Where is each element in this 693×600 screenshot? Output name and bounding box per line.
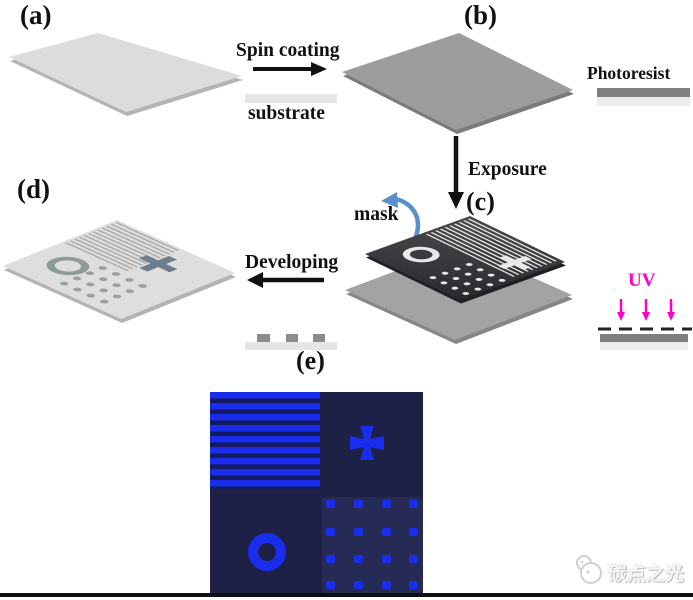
- e-dot: [325, 581, 335, 589]
- uv-legend: [598, 299, 692, 350]
- e-dot: [325, 528, 335, 536]
- panel-label-a: (a): [20, 0, 52, 30]
- developing-label: Developing: [245, 252, 339, 273]
- panel-label-e: (e): [296, 346, 325, 375]
- substrate-plate-a: [9, 33, 243, 116]
- e-dot: [408, 581, 418, 589]
- spin-coating-label: Spin coating: [236, 40, 340, 61]
- spin-coating-arrow: [253, 62, 327, 76]
- e-dot: [353, 555, 363, 563]
- figure-bottom-rule: [0, 593, 693, 597]
- watermark-text: 碳点之光: [608, 564, 685, 585]
- mask-label: mask: [354, 204, 399, 225]
- panel-label-d: (d): [17, 174, 50, 204]
- exposure-arrow: [448, 136, 464, 209]
- photoresist-label: Photoresist: [587, 63, 671, 83]
- watermark: 碳点之光: [572, 552, 692, 588]
- e-dot: [408, 555, 418, 563]
- uv-label: UV: [628, 270, 656, 291]
- fluorescence-image-e: [210, 392, 423, 594]
- e-dot: [381, 528, 391, 536]
- watermark-logo-icon: [576, 555, 602, 584]
- e-dot: [408, 528, 418, 536]
- substrate-legend-bar: [245, 94, 337, 103]
- developed-plate-d: [3, 220, 236, 323]
- photoresist-legend-bars: [597, 88, 690, 106]
- panel-label-b: (b): [464, 0, 497, 30]
- e-dot: [408, 500, 418, 508]
- e-dot: [353, 581, 363, 589]
- e-cross-pattern: [350, 426, 384, 460]
- e-dot: [353, 528, 363, 536]
- e-stripe-pattern: [210, 392, 320, 489]
- panel-label-c: (c): [466, 187, 495, 216]
- exposure-label: Exposure: [468, 159, 547, 180]
- photomask-plate: [365, 216, 566, 304]
- e-dot: [381, 500, 391, 508]
- e-dot: [353, 500, 363, 508]
- mask-lift-arrow: [381, 192, 421, 240]
- uv-arrows: [617, 299, 675, 321]
- e-dot: [325, 500, 335, 508]
- substrate-label: substrate: [248, 103, 325, 124]
- developed-resist-legend: [245, 334, 337, 350]
- e-dot: [325, 555, 335, 563]
- developing-arrow: [247, 272, 324, 288]
- e-dot-quadrant-bg: [322, 497, 423, 594]
- e-dot: [381, 581, 391, 589]
- e-ring-pattern: [248, 533, 286, 571]
- photoresist-plate-b: [342, 33, 574, 134]
- e-dot: [381, 555, 391, 563]
